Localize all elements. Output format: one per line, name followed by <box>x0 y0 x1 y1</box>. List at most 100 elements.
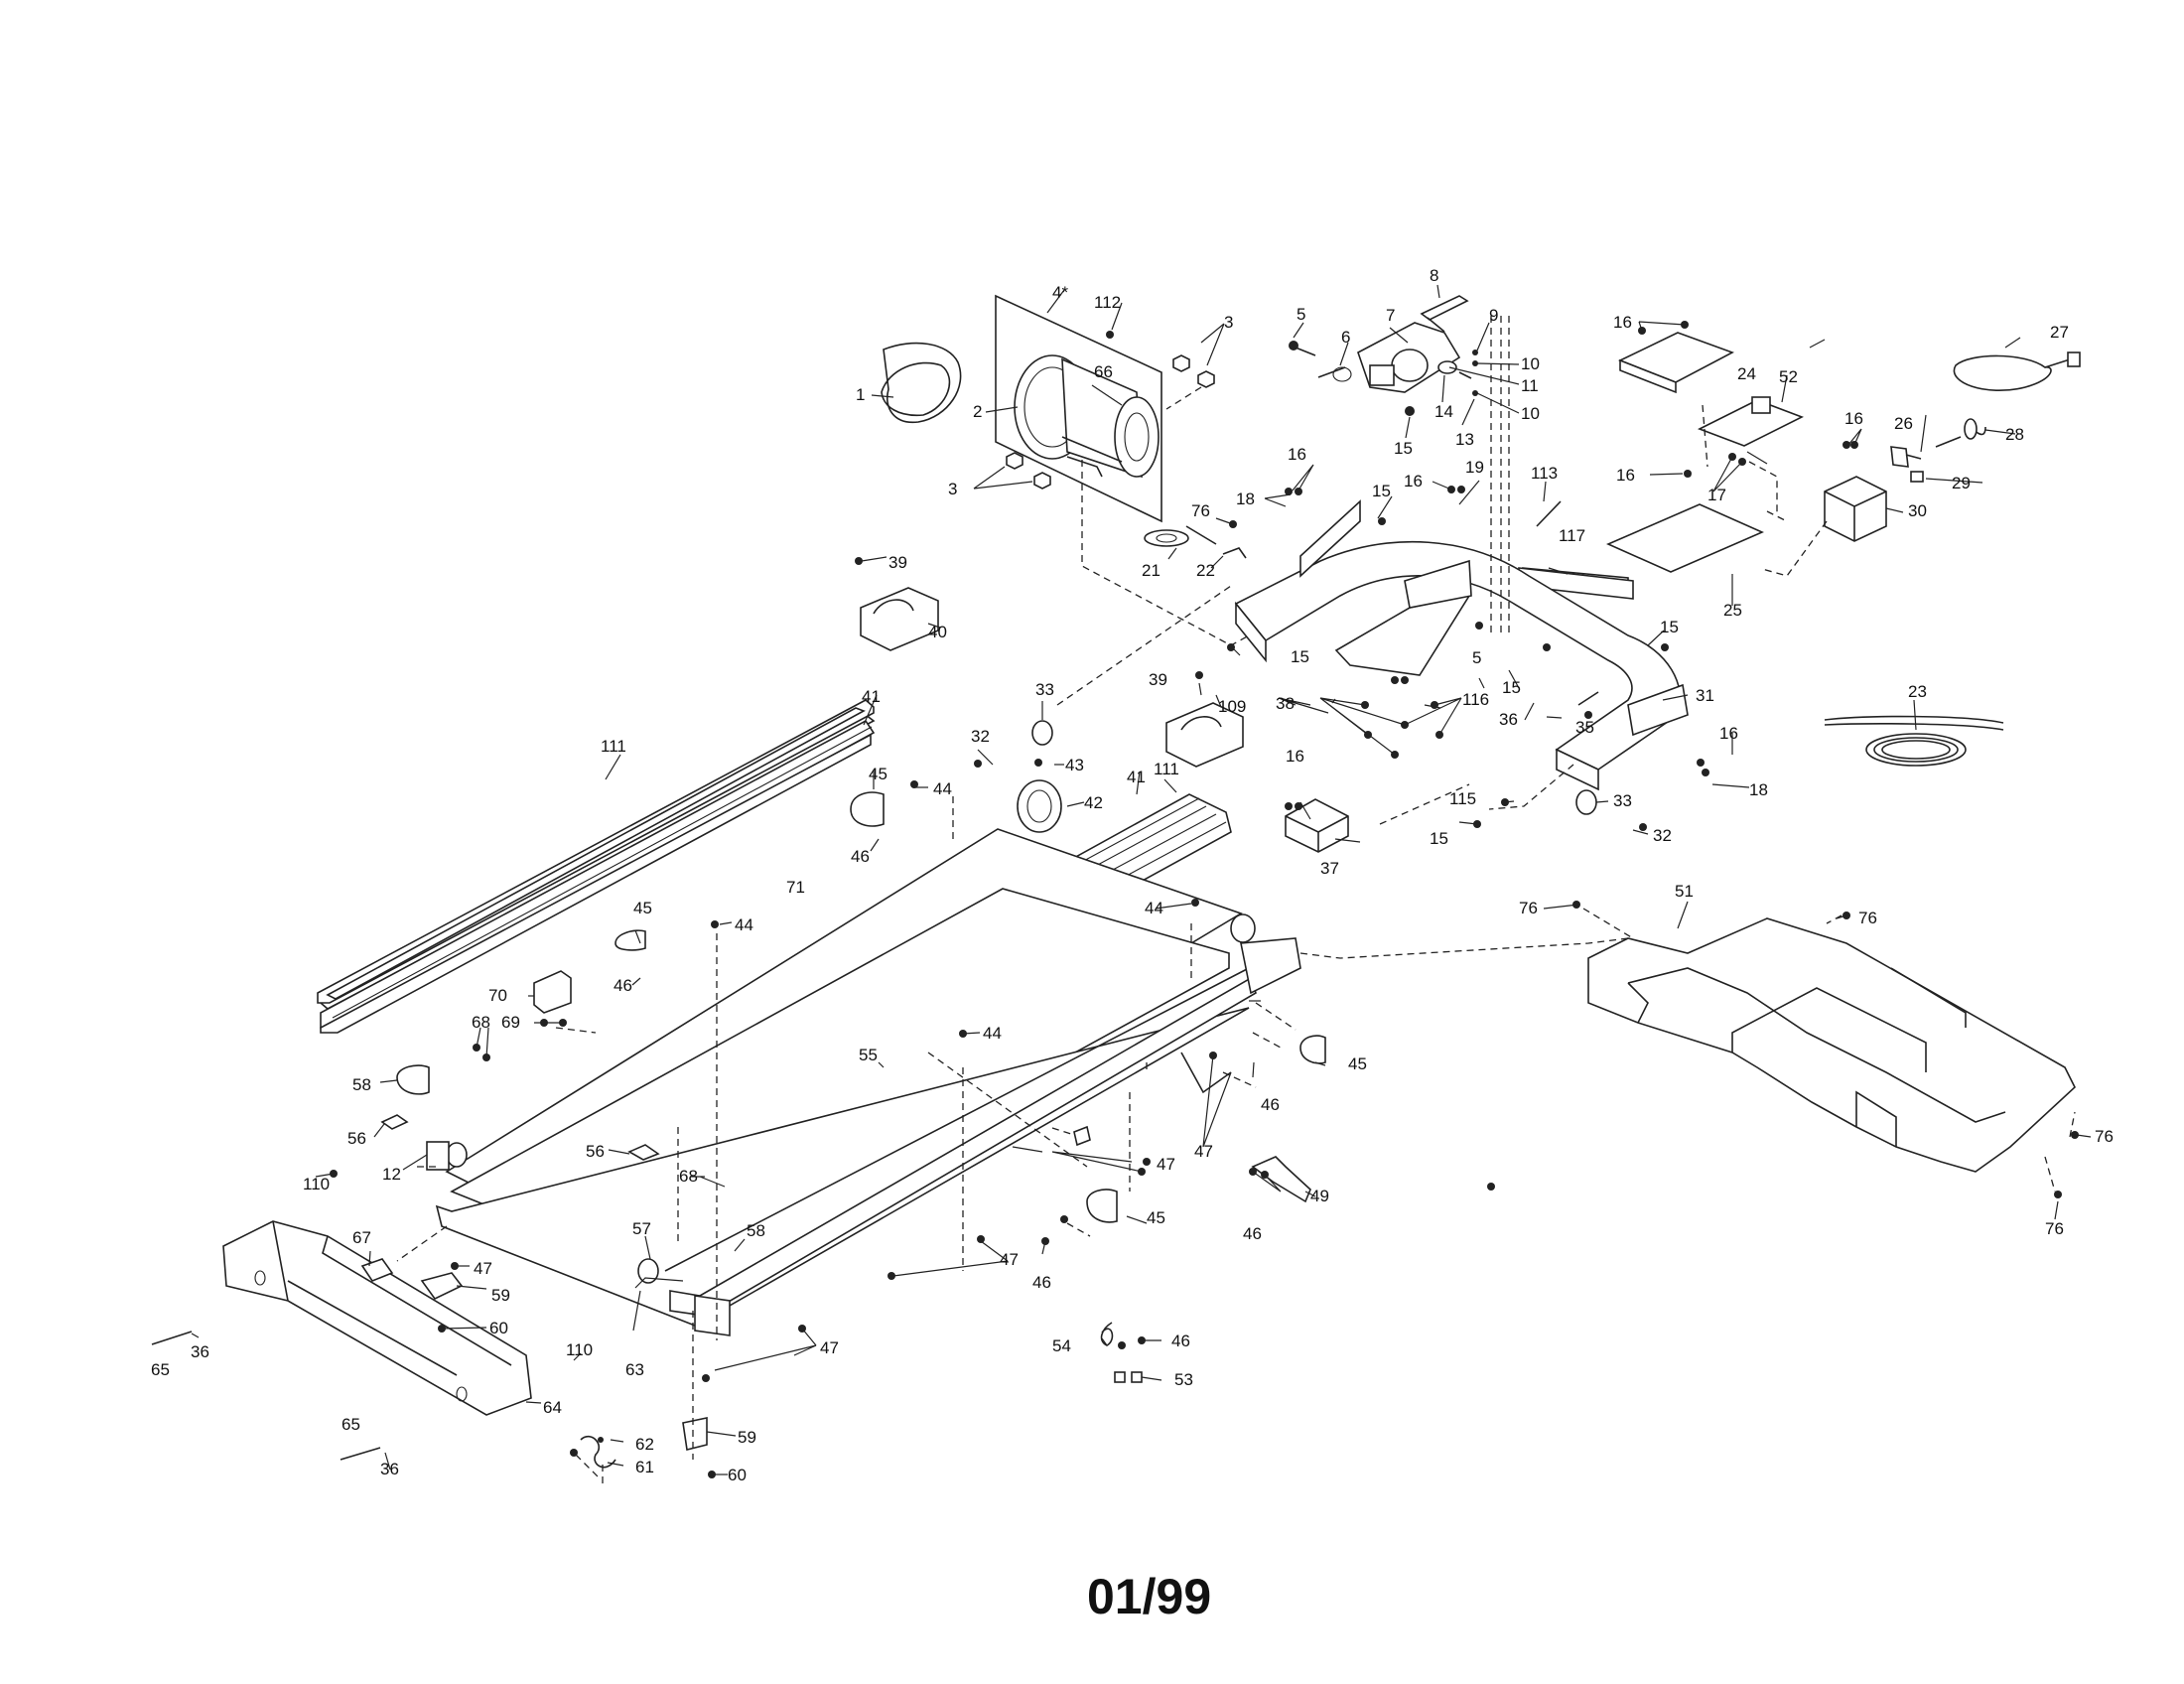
diagram-date-code: 01/99 <box>1087 1569 1211 1624</box>
part-label-110: 110 <box>303 1175 330 1193</box>
part-label-16: 16 <box>1616 466 1635 485</box>
part-label-46: 46 <box>614 976 632 995</box>
motor-nuts-part <box>1006 354 1215 490</box>
part-label-33: 33 <box>1613 791 1632 810</box>
part-label-71: 71 <box>786 878 805 897</box>
part-label-16: 16 <box>1286 747 1304 766</box>
bracket-part <box>1251 1156 1311 1203</box>
long-bolts-part <box>151 500 1599 1461</box>
part-label-40: 40 <box>928 623 947 641</box>
part-label-13: 13 <box>1455 430 1474 449</box>
left-side-rail-part <box>317 699 876 1034</box>
part-label-14: 14 <box>1434 402 1453 421</box>
part-label-54: 54 <box>1052 1336 1071 1355</box>
part-label-1: 1 <box>856 385 865 404</box>
part-label-26: 26 <box>1894 414 1913 433</box>
part-label-76: 76 <box>1191 501 1210 520</box>
incline-block-part <box>1285 798 1349 853</box>
part-label-15: 15 <box>1291 647 1309 666</box>
part-label-45: 45 <box>869 765 887 783</box>
part-label-23: 23 <box>1908 682 1927 701</box>
magnet-and-clip-part <box>1100 1322 1146 1383</box>
circuit-breaker-part <box>1824 446 1924 542</box>
part-label-32: 32 <box>971 727 990 746</box>
part-label-76: 76 <box>2045 1219 2064 1238</box>
part-label-47: 47 <box>820 1338 839 1357</box>
part-label-70: 70 <box>488 986 507 1005</box>
part-label-117: 117 <box>1559 526 1585 545</box>
part-label-61: 61 <box>635 1458 654 1476</box>
part-label-44: 44 <box>1145 899 1163 917</box>
part-label-68: 68 <box>679 1167 698 1186</box>
part-label-8: 8 <box>1430 266 1438 285</box>
isolator-part <box>1144 525 1247 559</box>
part-label-62: 62 <box>635 1435 654 1454</box>
part-label-53: 53 <box>1174 1370 1193 1389</box>
clip-wire-part <box>580 1435 616 1469</box>
wire-harness-part <box>1824 715 2004 767</box>
part-label-16: 16 <box>1404 472 1423 491</box>
part-label-115: 115 <box>1449 789 1476 808</box>
drive-belt-part <box>881 342 962 424</box>
part-label-47: 47 <box>1157 1155 1175 1174</box>
part-label-15: 15 <box>1372 482 1391 500</box>
part-label-15: 15 <box>1502 678 1521 697</box>
part-label-58: 58 <box>352 1075 371 1094</box>
part-label-6: 6 <box>1341 328 1350 347</box>
part-label-46: 46 <box>1171 1332 1190 1350</box>
part-label-36: 36 <box>380 1460 399 1478</box>
part-label-5: 5 <box>1472 648 1481 667</box>
part-label-3: 3 <box>1224 313 1233 332</box>
part-label-109: 109 <box>1218 697 1246 716</box>
part-label-38: 38 <box>1276 694 1295 713</box>
bearing-block-part <box>396 587 1326 1223</box>
part-label-111: 111 <box>601 737 626 756</box>
part-label-31: 31 <box>1696 686 1714 705</box>
incline-bracket-part <box>1334 559 1472 676</box>
part-number-labels: 1 2 3 3 4* 5 5 6 7 8 9 10 10 11 12 13 14… <box>151 266 2114 1484</box>
part-label-112: 112 <box>1094 293 1121 312</box>
part-label-12: 12 <box>382 1165 401 1184</box>
part-label-67: 67 <box>352 1228 371 1247</box>
part-label-7: 7 <box>1386 306 1395 325</box>
part-label-68: 68 <box>472 1013 490 1032</box>
part-label-111: 111 <box>1154 760 1179 778</box>
fasteners-part <box>330 321 2079 1478</box>
part-label-33: 33 <box>1035 680 1054 699</box>
part-label-17: 17 <box>1707 486 1726 504</box>
part-label-30: 30 <box>1908 501 1927 520</box>
part-label-59: 59 <box>738 1428 756 1447</box>
part-label-65: 65 <box>151 1360 170 1379</box>
part-label-46: 46 <box>1261 1095 1280 1114</box>
part-label-47: 47 <box>474 1259 492 1278</box>
label-leaders <box>191 284 2092 1475</box>
part-label-52: 52 <box>1779 367 1798 386</box>
part-label-41: 41 <box>1127 768 1146 786</box>
part-label-51: 51 <box>1675 882 1694 901</box>
part-label-110: 110 <box>566 1340 593 1359</box>
part-label-63: 63 <box>625 1360 644 1379</box>
part-label-47: 47 <box>1194 1142 1213 1161</box>
part-label-28: 28 <box>2005 425 2024 444</box>
part-label-21: 21 <box>1142 561 1160 580</box>
part-label-69: 69 <box>501 1013 520 1032</box>
incline-motor-part <box>1289 295 1478 416</box>
part-label-10: 10 <box>1521 404 1540 423</box>
part-label-46: 46 <box>1032 1273 1051 1292</box>
power-cord-part <box>1935 351 2081 448</box>
part-label-39: 39 <box>888 553 907 572</box>
part-label-3: 3 <box>948 480 957 498</box>
motor-hood-base-part <box>1587 917 2076 1173</box>
part-label-42: 42 <box>1084 793 1103 812</box>
part-label-15: 15 <box>1660 618 1679 636</box>
part-label-10: 10 <box>1521 354 1540 373</box>
part-label-47: 47 <box>1000 1250 1019 1269</box>
part-label-11: 11 <box>1521 376 1539 395</box>
part-label-18: 18 <box>1236 490 1255 508</box>
part-label-56: 56 <box>586 1142 605 1161</box>
part-label-58: 58 <box>747 1221 765 1240</box>
part-label-19: 19 <box>1465 458 1484 477</box>
part-label-16: 16 <box>1613 313 1632 332</box>
part-label-55: 55 <box>859 1046 878 1064</box>
part-label-49: 49 <box>1310 1187 1329 1205</box>
